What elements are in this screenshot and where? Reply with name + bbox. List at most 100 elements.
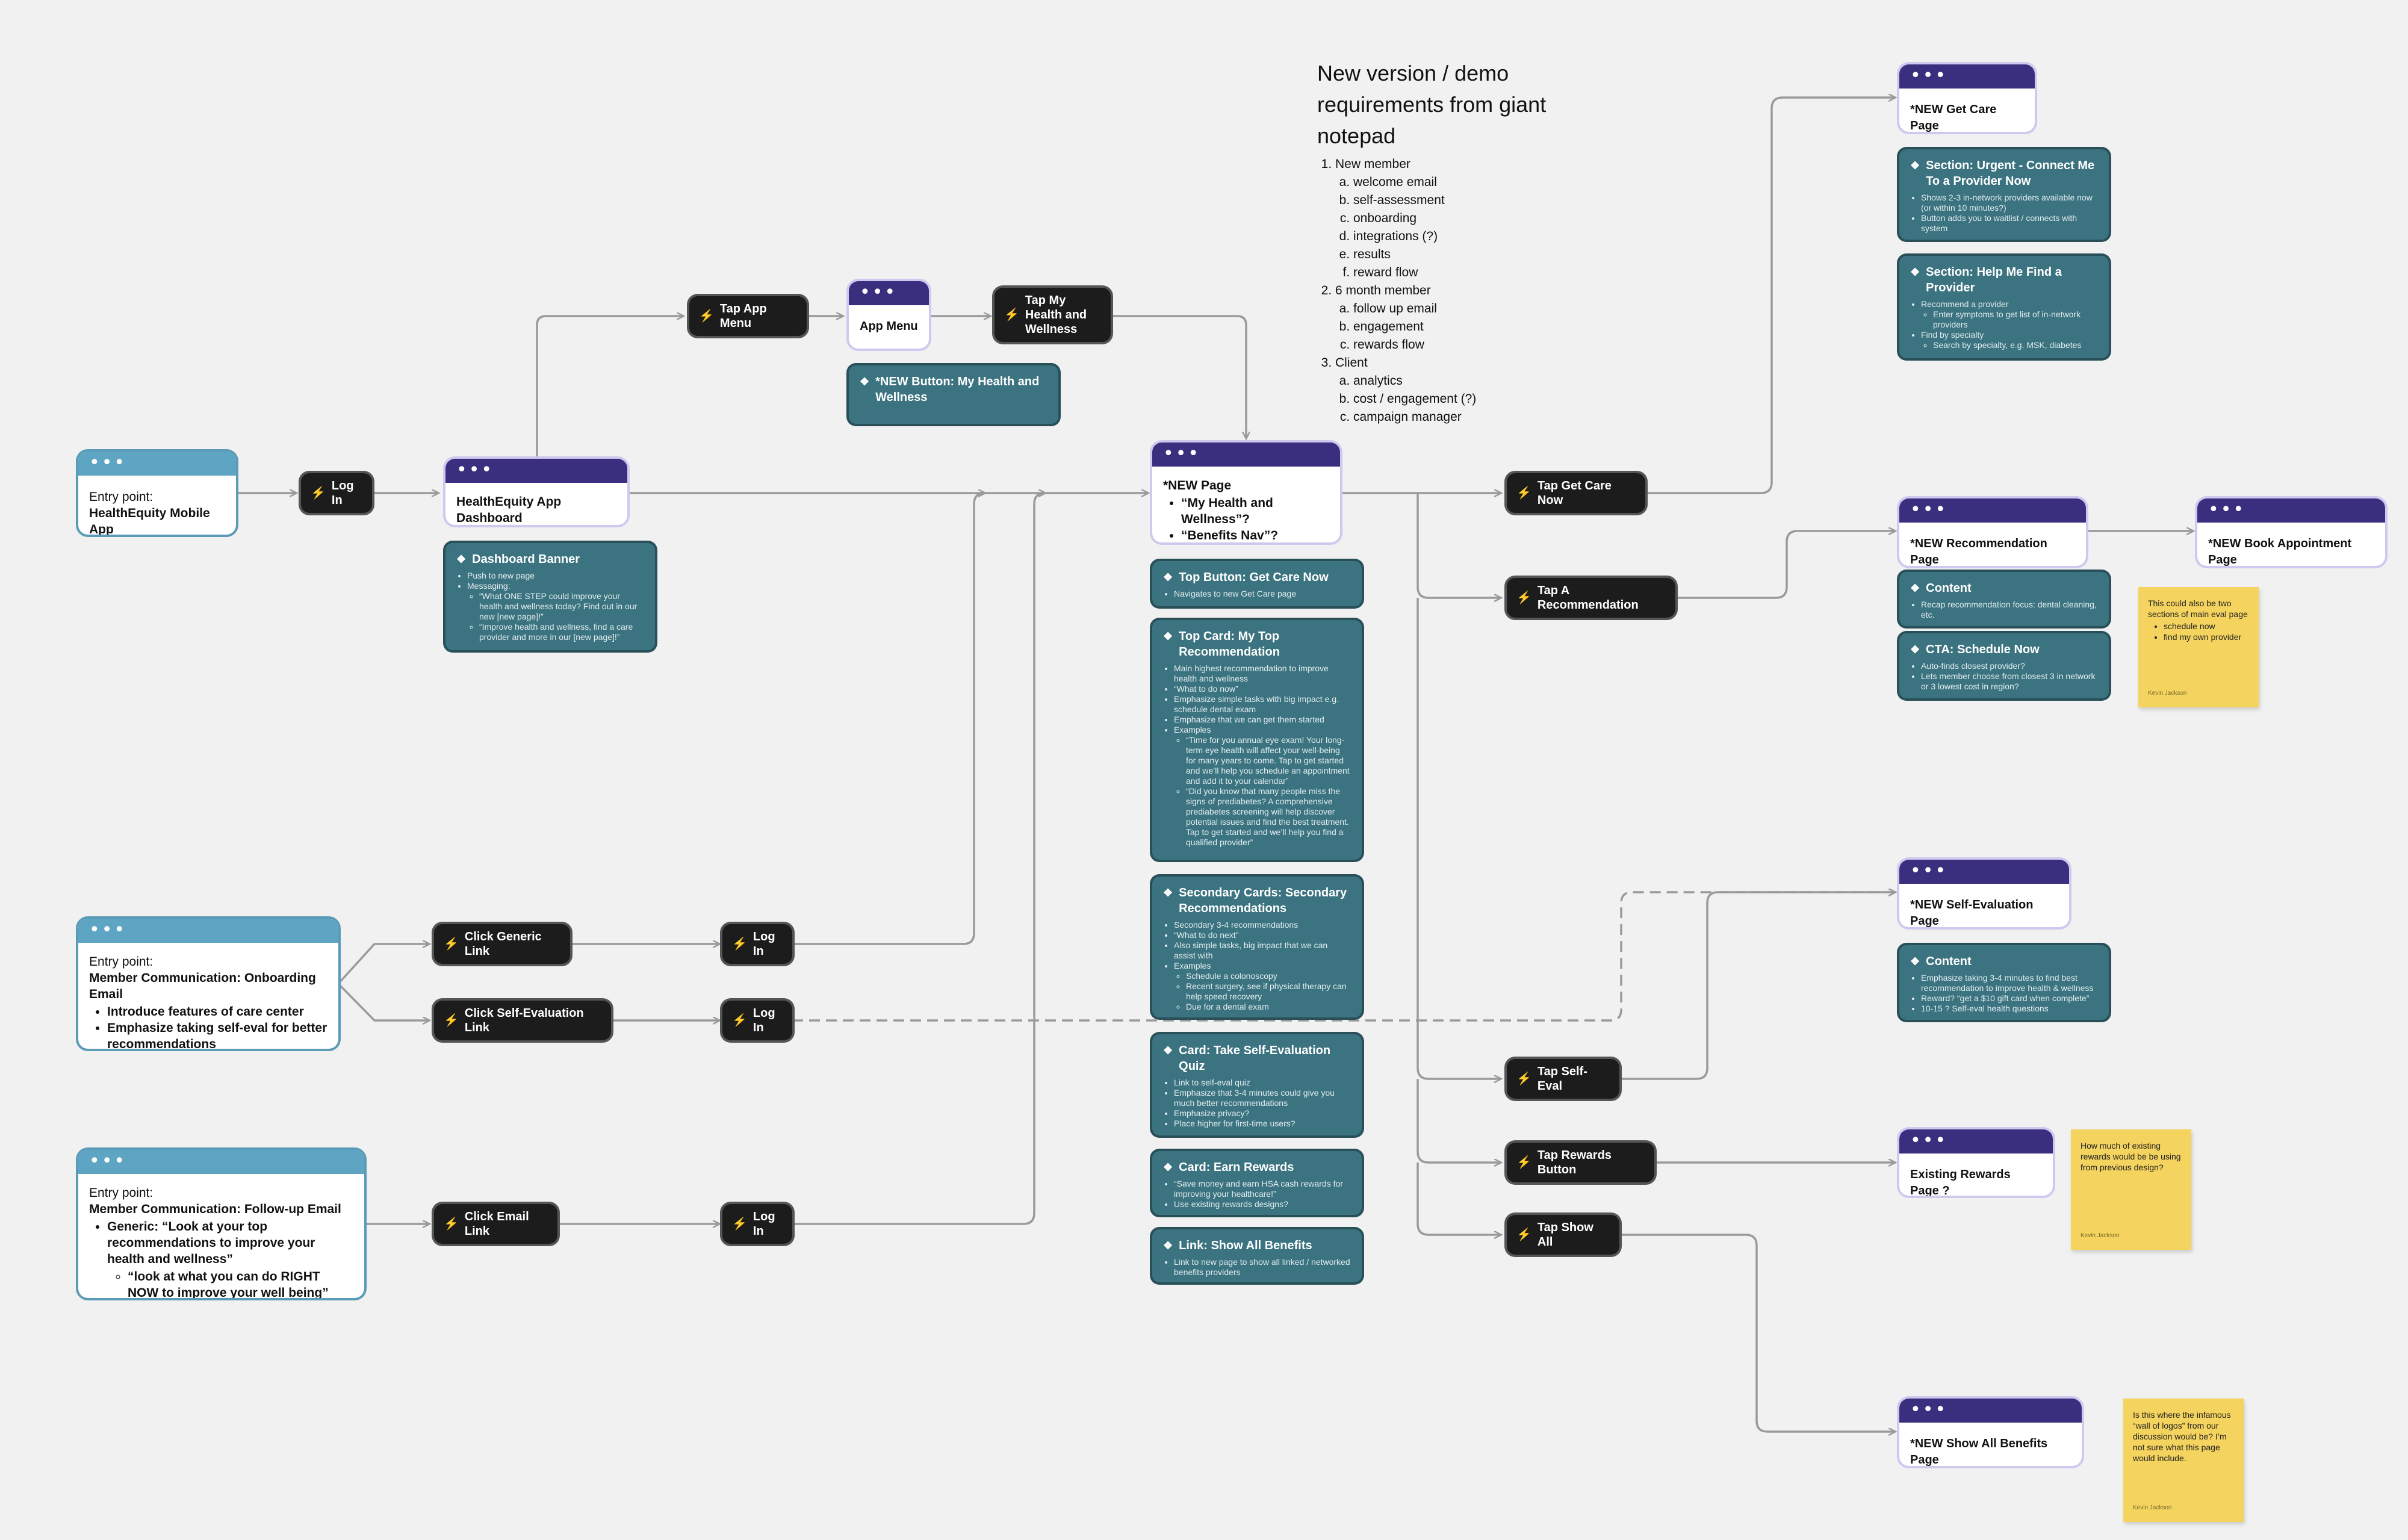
page-app-menu[interactable]: ••• App Menu	[849, 281, 929, 349]
page-bullet: “My Health and Wellness”?	[1181, 495, 1329, 527]
page-bullet: “Benefits Nav”?	[1181, 527, 1329, 542]
notes-subitem: results	[1353, 246, 1630, 264]
page-get-care[interactable]: ••• *NEW Get Care Page	[1899, 64, 2035, 132]
sticky-note: How much of existing rewards would be be…	[2071, 1129, 2191, 1250]
entry-title: Member Communication: Onboarding Email	[89, 971, 316, 1001]
sticky-note: This could also be two sections of main …	[2138, 587, 2259, 707]
tap-app-menu-button[interactable]: ⚡Tap App Menu	[689, 296, 807, 336]
notes-subitem: welcome email	[1353, 173, 1630, 191]
page-recommendation[interactable]: ••• *NEW Recommendation Page	[1899, 498, 2086, 566]
page-title: *NEW Get Care Page	[1910, 103, 1997, 132]
page-title: *NEW Page	[1163, 479, 1232, 492]
component-icon: ❖	[1910, 644, 1920, 656]
login-button[interactable]: ⚡Log In	[722, 1001, 792, 1040]
tap-self-eval-button[interactable]: ⚡Tap Self-Eval	[1507, 1059, 1619, 1099]
notes-subitem: self-assessment	[1353, 191, 1630, 210]
frame-header: •••	[1899, 1399, 2082, 1423]
connector	[1417, 598, 1501, 1079]
more-dots-icon: •••	[1910, 860, 1948, 881]
entry-title: Member Communication: Follow-up Email	[89, 1202, 341, 1216]
bolt-icon: ⚡	[732, 1014, 747, 1027]
component-icon: ❖	[1163, 630, 1173, 642]
entry-onboarding-email[interactable]: ••• Entry point: Member Communication: O…	[78, 919, 338, 1049]
frame-header: •••	[1899, 64, 2035, 88]
page-rewards[interactable]: ••• Existing Rewards Page ?	[1899, 1129, 2053, 1196]
bolt-icon: ⚡	[1516, 1156, 1531, 1169]
login-button[interactable]: ⚡Log In	[722, 1204, 792, 1244]
frame-header: •••	[1899, 498, 2086, 523]
card-new-button: ❖*NEW Button: My Health and Wellness	[849, 365, 1058, 424]
page-show-all-benefits[interactable]: ••• *NEW Show All Benefits Page	[1899, 1399, 2082, 1466]
frame-header: •••	[78, 1150, 364, 1174]
tap-recommendation-button[interactable]: ⚡Tap A Recommendation	[1507, 578, 1675, 618]
entry-mobile-app[interactable]: ••• Entry point: HealthEquity Mobile App	[78, 452, 236, 535]
more-dots-icon: •••	[1910, 1399, 1948, 1420]
click-self-eval-link-button[interactable]: ⚡Click Self-Evaluation Link	[434, 1001, 611, 1040]
bolt-icon: ⚡	[1516, 1072, 1531, 1085]
card-self-eval-quiz: ❖Card: Take Self-Evaluation Quiz Link to…	[1152, 1034, 1362, 1135]
bolt-icon: ⚡	[732, 937, 747, 951]
sticky-author: Kevin Jackson	[2133, 1504, 2172, 1511]
connector	[1417, 1163, 1501, 1235]
notes-item: Client analytics cost / engagement (?) c…	[1335, 354, 1630, 426]
page-dashboard[interactable]: ••• HealthEquity App Dashboard	[445, 459, 627, 525]
more-dots-icon: •••	[1910, 499, 1948, 520]
component-icon: ❖	[1163, 1045, 1173, 1057]
entry-bullet: Emphasize taking self-eval for better re…	[107, 1020, 327, 1049]
bolt-icon: ⚡	[311, 486, 326, 500]
entry-bullet: Generic: “Look at your top recommendatio…	[107, 1220, 315, 1266]
component-icon: ❖	[1910, 160, 1920, 172]
frame-header: •••	[78, 452, 236, 476]
bolt-icon: ⚡	[444, 937, 459, 951]
component-icon: ❖	[860, 376, 870, 388]
notes-list: New member welcome email self-assessment…	[1317, 155, 1630, 426]
login-button[interactable]: ⚡Log In	[722, 924, 792, 964]
notes-subitem: rewards flow	[1353, 336, 1630, 354]
page-title: *NEW Self-Evaluation Page	[1910, 898, 2034, 927]
connector	[1645, 98, 1895, 494]
card-help-find-provider: ❖Section: Help Me Find a Provider Recomm…	[1899, 256, 2109, 358]
more-dots-icon: •••	[1163, 443, 1201, 464]
more-dots-icon: •••	[1910, 1130, 1948, 1151]
card-secondary-recommendations: ❖Secondary Cards: Secondary Recommendati…	[1152, 877, 1362, 1017]
bolt-icon: ⚡	[699, 309, 714, 323]
bolt-icon: ⚡	[1516, 486, 1531, 500]
more-dots-icon: •••	[1910, 65, 1948, 86]
card-show-all-benefits: ❖Link: Show All Benefits Link to new pag…	[1152, 1229, 1362, 1282]
entry-followup-email[interactable]: ••• Entry point: Member Communication: F…	[78, 1150, 364, 1298]
entry-label: Entry point:	[89, 955, 154, 969]
tap-rewards-button[interactable]: ⚡Tap Rewards Button	[1507, 1143, 1654, 1182]
sticky-author: Kevin Jackson	[2148, 690, 2187, 697]
frame-header: •••	[1899, 860, 2069, 884]
page-title: *NEW Show All Benefits Page	[1910, 1437, 2048, 1466]
page-self-evaluation[interactable]: ••• *NEW Self-Evaluation Page	[1899, 860, 2069, 927]
sticky-author: Kevin Jackson	[2081, 1232, 2120, 1239]
click-email-link-button[interactable]: ⚡Click Email Link	[434, 1204, 557, 1244]
connector	[792, 493, 1045, 1225]
page-book-appointment[interactable]: ••• *NEW Book Appointment Page	[2197, 498, 2385, 566]
frame-header: •••	[849, 281, 929, 305]
notes-subitem: follow up email	[1353, 300, 1630, 318]
connector	[1619, 892, 1895, 1080]
tap-get-care-now-button[interactable]: ⚡Tap Get Care Now	[1507, 473, 1645, 513]
frame-header: •••	[2197, 498, 2385, 523]
entry-label: Entry point:	[89, 1186, 154, 1200]
tap-my-health-button[interactable]: ⚡Tap My Health and Wellness	[995, 288, 1111, 342]
card-recommendation-content: ❖Content Recap recommendation focus: den…	[1899, 572, 2109, 626]
page-title: HealthEquity App Dashboard	[456, 495, 562, 525]
click-generic-link-button[interactable]: ⚡Click Generic Link	[434, 924, 570, 964]
card-cta-schedule: ❖CTA: Schedule Now Auto-finds closest pr…	[1899, 633, 2109, 698]
frame-header: •••	[1899, 1129, 2053, 1153]
component-icon: ❖	[1163, 887, 1173, 899]
component-icon: ❖	[1910, 582, 1920, 594]
connector	[536, 316, 683, 458]
entry-label: Entry point:	[89, 490, 154, 504]
page-title: *NEW Book Appointment Page	[2208, 537, 2352, 566]
notes-item: 6 month member follow up email engagemen…	[1335, 282, 1630, 354]
card-top-recommendation: ❖Top Card: My Top Recommendation Main hi…	[1152, 620, 1362, 860]
bolt-icon: ⚡	[1516, 1228, 1531, 1241]
entry-subbullet: “look at what you can do RIGHT NOW to im…	[128, 1268, 353, 1298]
page-new[interactable]: ••• *NEW Page “My Health and Wellness”? …	[1152, 442, 1340, 542]
tap-show-all-button[interactable]: ⚡Tap Show All	[1507, 1215, 1619, 1255]
login-button[interactable]: ⚡Log In	[301, 473, 372, 513]
